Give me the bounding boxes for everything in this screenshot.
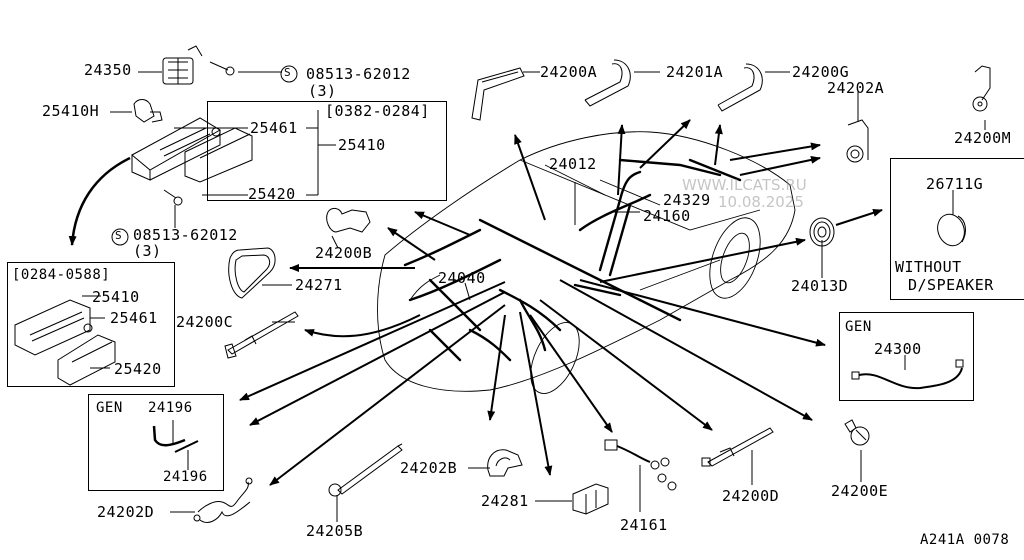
label-24200b: 24200B	[315, 244, 373, 262]
clip-d-icon	[193, 477, 253, 523]
gen-box-left	[88, 394, 224, 491]
label-24200d: 24200D	[722, 487, 780, 505]
label-24350: 24350	[84, 61, 132, 79]
part-glyphs	[14, 45, 991, 523]
group-transition-arrow	[68, 156, 131, 246]
cable-tie-d-icon	[701, 427, 774, 467]
cable-tie-b-icon	[328, 443, 403, 497]
label-25410-upper: 25410	[338, 136, 386, 154]
label-bolt-symbol-top: S	[284, 66, 292, 79]
group-box-0284-0588	[7, 262, 175, 387]
standard-part-symbol-icon-lower	[111, 228, 129, 246]
gen-left-title: GEN	[96, 400, 123, 416]
label-24200e: 24200E	[831, 482, 889, 500]
label-bolt-top-qty: (3)	[308, 82, 337, 100]
harness-protector-icon	[471, 67, 525, 121]
label-bolt-top: 08513-62012	[306, 65, 411, 83]
label-24013d: 24013D	[791, 277, 849, 295]
label-24300: 24300	[874, 340, 922, 358]
fuse-icon-lower	[83, 323, 93, 333]
speaker-box	[890, 158, 1024, 300]
fuse-block-icon-lower	[14, 299, 91, 356]
label-24200g: 24200G	[792, 63, 850, 81]
sub-harness-icon	[604, 439, 677, 491]
clip-b-icon	[487, 449, 523, 477]
label-24196-a: 24196	[148, 400, 193, 416]
label-bolt-bottom: 08513-62012	[133, 226, 238, 244]
wire-icon-24196-b	[174, 440, 199, 453]
standard-part-symbol-icon	[280, 65, 298, 83]
speaker-note-line2: D/SPEAKER	[908, 276, 994, 294]
wire-harness	[403, 158, 742, 362]
label-24205b: 24205B	[306, 522, 364, 540]
label-period-0382-0284: [0382-0284]	[325, 102, 430, 120]
label-24329: 24329	[663, 191, 711, 209]
label-26711g: 26711G	[926, 175, 984, 193]
bracket-m-icon	[972, 65, 991, 112]
pointer-arrows	[239, 119, 883, 486]
label-25461-upper: 25461	[250, 119, 298, 137]
label-24161: 24161	[620, 516, 668, 534]
gen-box-right	[839, 312, 974, 401]
label-24040: 24040	[438, 269, 486, 287]
connector-icon	[572, 483, 609, 515]
gen-right-title: GEN	[845, 319, 872, 335]
watermark-date: 10.08.2025	[718, 193, 804, 211]
label-24201a: 24201A	[666, 63, 724, 81]
fuse-cover-icon	[184, 127, 253, 183]
label-24200c: 24200C	[176, 313, 234, 331]
label-24202d: 24202D	[97, 503, 155, 521]
label-24012: 24012	[549, 155, 597, 173]
plug-icon	[937, 213, 966, 247]
label-25420-upper: 25420	[248, 185, 296, 203]
label-24200m: 24200M	[954, 129, 1012, 147]
label-25461-lower: 25461	[110, 309, 158, 327]
fuse-icon	[211, 127, 221, 137]
relay-bracket-icon	[162, 45, 203, 85]
bolt-icon-lower	[163, 189, 183, 206]
label-25420-lower: 25420	[114, 360, 162, 378]
speaker-note-line1: WITHOUT	[895, 258, 962, 276]
label-bolt-bottom-qty: (3)	[133, 242, 162, 260]
label-bolt-symbol-bottom: S	[115, 229, 123, 242]
label-25410h: 25410H	[42, 102, 100, 120]
label-24202a: 24202A	[827, 79, 885, 97]
label-24281: 24281	[481, 492, 529, 510]
seal-ring-icon	[228, 247, 276, 299]
watermark-site: WWW.ILCATS.RU	[682, 176, 807, 194]
group-box-0382-0284	[207, 101, 447, 201]
cable-tie-c-icon	[224, 311, 299, 359]
harness-clamp-icon	[584, 59, 631, 107]
label-24202b: 24202B	[400, 459, 458, 477]
clip-e-icon	[844, 419, 870, 446]
clamp-b-icon	[326, 207, 371, 233]
grommet-clip-icon	[846, 119, 869, 163]
grommet-icon	[809, 217, 835, 247]
leader-lines	[82, 71, 986, 522]
label-period-0284-0588: [0284-0588]	[12, 267, 111, 283]
fuse-cover-icon-lower	[57, 334, 116, 386]
harness-clamp-g-icon	[717, 63, 763, 112]
clip-icon	[133, 99, 163, 123]
diagram-code: A241A 0078	[920, 532, 1010, 548]
label-24200a: 24200A	[540, 63, 598, 81]
gen-wire-icon	[851, 359, 964, 390]
label-24196-b: 24196	[163, 469, 208, 485]
label-25410-lower: 25410	[92, 288, 140, 306]
bolt-icon	[209, 61, 235, 76]
car-body-outline	[377, 131, 796, 394]
wire-icon-24196-a	[152, 425, 186, 447]
label-24160: 24160	[643, 207, 691, 225]
label-24271: 24271	[295, 276, 343, 294]
